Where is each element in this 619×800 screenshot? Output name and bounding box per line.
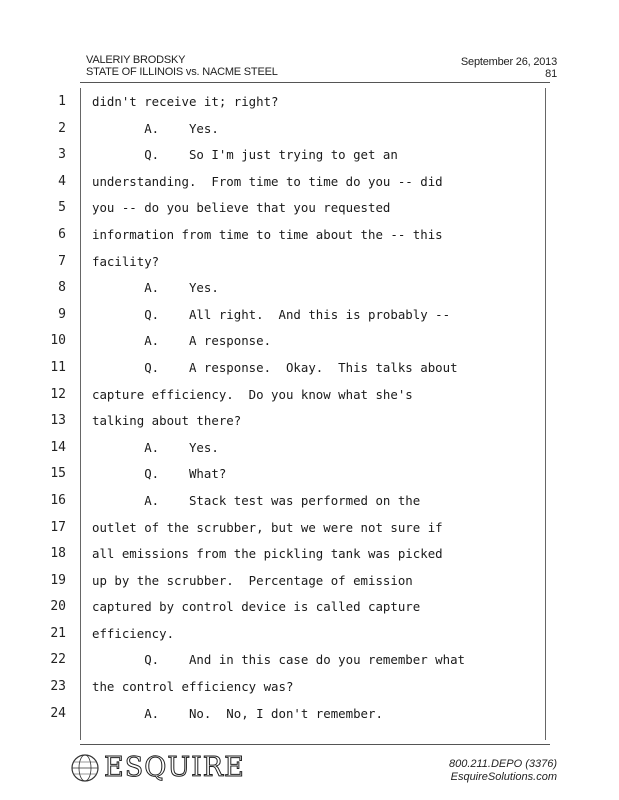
line-number: 15 <box>50 466 66 482</box>
line-number: 14 <box>50 439 66 455</box>
line-number: 2 <box>58 120 66 136</box>
esquire-logo: ESQUIRE <box>70 750 245 786</box>
line-text: facility? <box>92 253 160 269</box>
transcript-line: 6 information from time to time about the… <box>0 222 619 249</box>
line-number: 16 <box>50 492 66 508</box>
transcript-line: 22 Q. And in this case do you remember w… <box>0 647 619 674</box>
transcript-line: 15 Q. What? <box>0 461 619 488</box>
transcript-line: 13 talking about there? <box>0 408 619 435</box>
line-number: 23 <box>50 679 66 695</box>
line-number: 1 <box>58 94 66 109</box>
right-margin-rule <box>545 88 546 740</box>
page-number: 81 <box>545 68 557 80</box>
transcript-line: 1 didn't receive it; right? <box>0 89 619 116</box>
line-number: 11 <box>50 359 66 375</box>
line-number: 5 <box>58 200 66 216</box>
line-number: 19 <box>50 572 66 588</box>
transcript-line: 9 Q. All right. And this is probably -- <box>0 302 619 329</box>
line-number: 13 <box>50 413 66 429</box>
transcript-line: 4 understanding. From time to time do you… <box>0 169 619 196</box>
transcript-line: 16 A. Stack test was performed on the <box>0 488 619 515</box>
transcript-line: 18 all emissions from the pickling tank w… <box>0 541 619 568</box>
line-number: 18 <box>50 546 66 562</box>
line-number: 6 <box>58 226 66 242</box>
line-text: you -- do you believe that you requested <box>92 200 391 216</box>
transcript-line: 19 up by the scrubber. Percentage of emis… <box>0 568 619 595</box>
line-text: the control efficiency was? <box>92 679 294 695</box>
line-text: A. No. No, I don't remember. <box>92 705 383 721</box>
transcript-line: 10 A. A response. <box>0 328 619 355</box>
brand-name: ESQUIRE <box>104 752 245 783</box>
transcript-line: 21 efficiency. <box>0 621 619 648</box>
line-text: efficiency. <box>92 625 175 641</box>
line-number: 9 <box>58 306 66 322</box>
line-text: Q. A response. Okay. This talks about <box>92 359 458 375</box>
footer-divider <box>80 744 550 745</box>
line-text: A. Stack test was performed on the <box>92 492 421 508</box>
line-number: 24 <box>50 705 66 721</box>
footer-website: EsquireSolutions.com <box>450 771 557 783</box>
case-title: STATE OF ILLINOIS vs. NACME STEEL <box>86 66 278 78</box>
line-number: 20 <box>50 599 66 615</box>
witness-name: VALERIY BRODSKY <box>86 54 186 66</box>
transcript-body: 1 didn't receive it; right? 2 A. Yes. 3 Q… <box>0 89 619 727</box>
transcript-line: 7 facility? <box>0 249 619 276</box>
globe-seal-icon <box>71 754 99 782</box>
line-text: A. Yes. <box>92 280 219 296</box>
line-text: outlet of the scrubber, but we were not … <box>92 519 443 535</box>
transcript-line: 11 Q. A response. Okay. This talks about <box>0 355 619 382</box>
line-text: Q. So I'm just trying to get an <box>92 147 398 163</box>
line-text: up by the scrubber. Percentage of emissi… <box>92 572 413 588</box>
header-divider <box>80 82 550 83</box>
line-number: 10 <box>50 333 66 349</box>
line-text: talking about there? <box>92 413 242 429</box>
line-number: 17 <box>50 519 66 535</box>
line-number: 3 <box>58 147 66 163</box>
line-text: captured by control device is called cap… <box>92 599 421 615</box>
line-text: information from time to time about the … <box>92 226 443 242</box>
transcript-line: 8 A. Yes. <box>0 275 619 302</box>
footer-phone: 800.211.DEPO (3376) <box>448 758 557 770</box>
line-text: capture efficiency. Do you know what she… <box>92 386 413 402</box>
line-text: understanding. From time to time do you … <box>92 173 443 189</box>
transcript-line: 3 Q. So I'm just trying to get an <box>0 142 619 169</box>
line-number: 12 <box>50 386 66 402</box>
deposition-date: September 26, 2013 <box>460 56 557 68</box>
transcript-line: 23 the control efficiency was? <box>0 674 619 701</box>
transcript-line: 12 capture efficiency. Do you know what s… <box>0 382 619 409</box>
line-text: A. Yes. <box>92 439 219 455</box>
transcript-line: 2 A. Yes. <box>0 116 619 143</box>
line-number: 8 <box>58 280 66 296</box>
transcript-line: 5 you -- do you believe that you requeste… <box>0 195 619 222</box>
transcript-line: 14 A. Yes. <box>0 435 619 462</box>
line-number: 7 <box>58 253 66 269</box>
line-number: 21 <box>50 625 66 641</box>
transcript-line: 24 A. No. No, I don't remember. <box>0 701 619 728</box>
line-text: Q. And in this case do you remember what <box>92 652 465 668</box>
left-margin-rule <box>80 88 81 740</box>
transcript-line: 17 outlet of the scrubber, but we were no… <box>0 515 619 542</box>
line-text: A. Yes. <box>92 120 219 136</box>
line-text: A. A response. <box>92 333 272 349</box>
line-number: 4 <box>58 173 66 189</box>
transcript-line: 20 captured by control device is called c… <box>0 594 619 621</box>
line-text: all emissions from the pickling tank was… <box>92 546 443 562</box>
line-text: Q. All right. And this is probably -- <box>92 306 451 322</box>
line-number: 22 <box>50 652 66 668</box>
line-text: Q. What? <box>92 466 227 482</box>
line-text: didn't receive it; right? <box>92 94 279 109</box>
